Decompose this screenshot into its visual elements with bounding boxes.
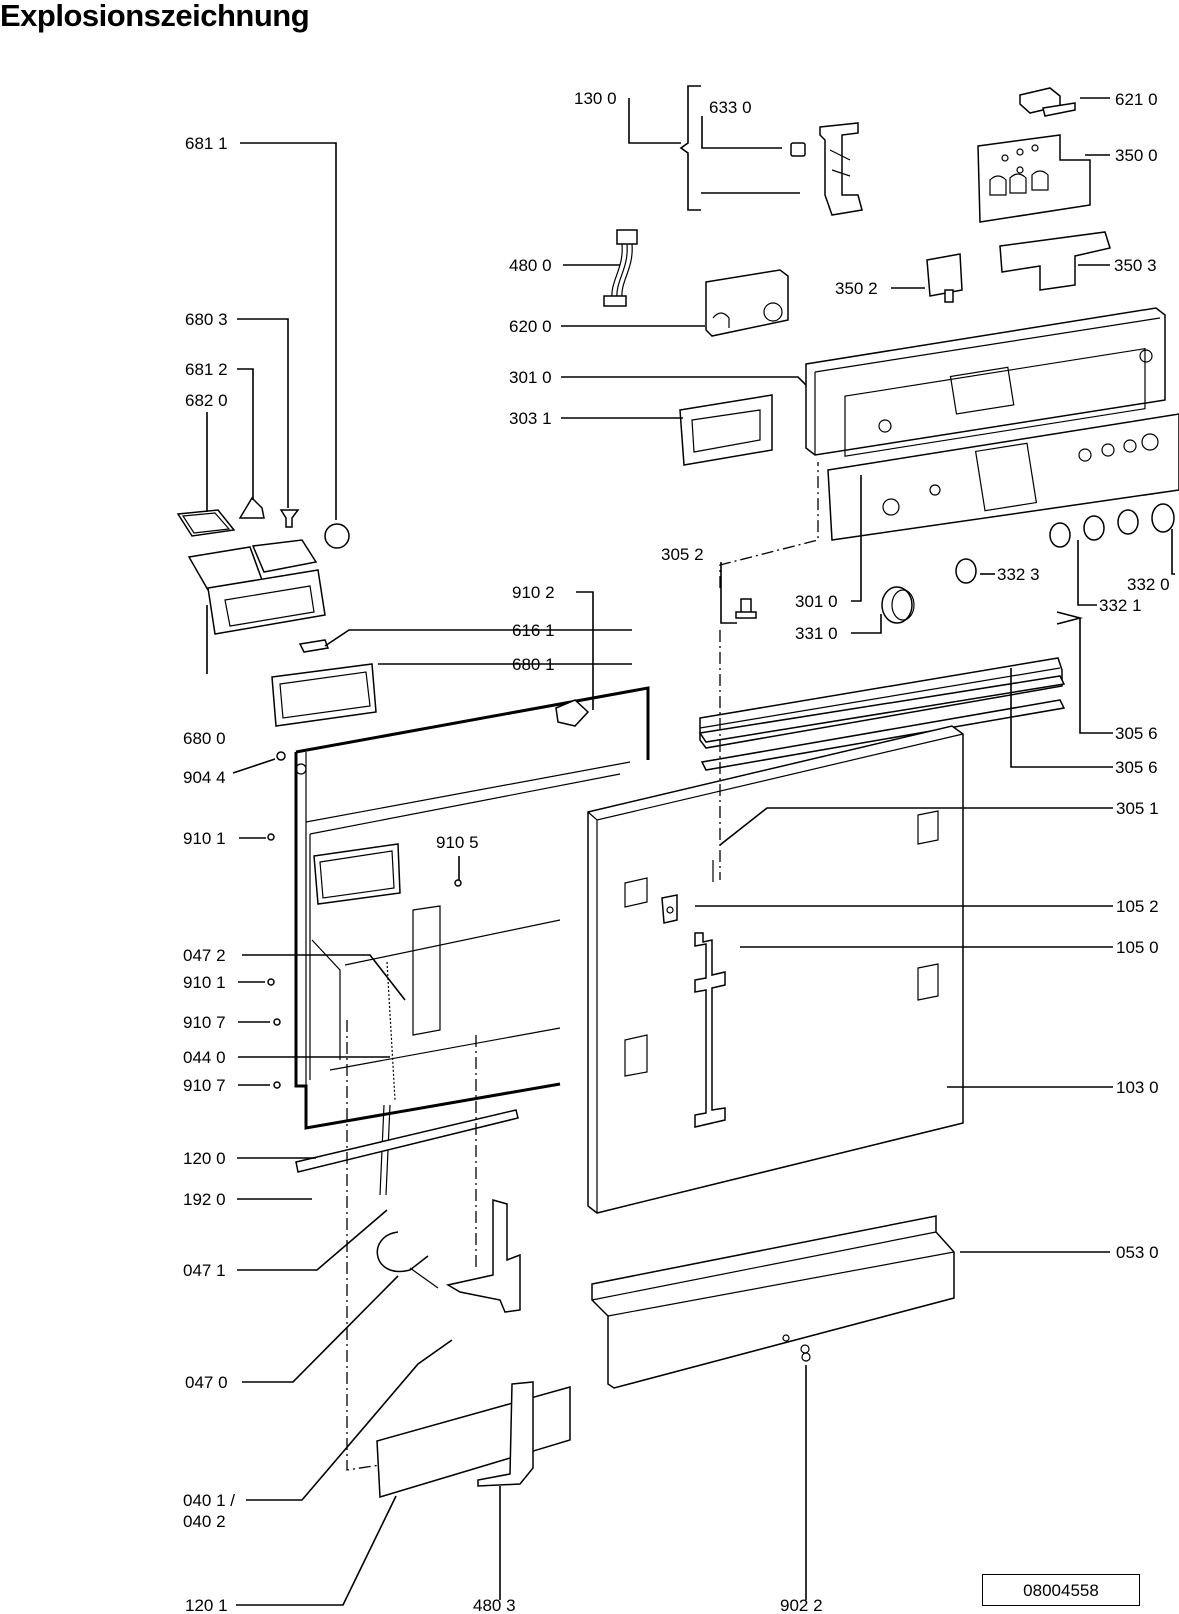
- axis-line: [719, 462, 819, 588]
- callout-910-2: 910 2: [512, 583, 555, 602]
- part-044-0-spring: [379, 961, 396, 1196]
- part-681-2: [238, 496, 265, 519]
- callout-680-1: 680 1: [512, 655, 555, 674]
- part-350-0: [977, 134, 1091, 223]
- part-621-0: [1019, 87, 1076, 117]
- callout-040-2: 040 2: [183, 1512, 226, 1531]
- callout-350-2: 350 2: [835, 279, 878, 298]
- part-301-0-fascia: [805, 307, 1166, 457]
- callout-480-3: 480 3: [473, 1596, 516, 1614]
- callout-904-4: 904 4: [183, 768, 226, 787]
- callout-910-1-upper: 910 1: [183, 829, 226, 848]
- part-103-0-outer-door: [587, 725, 964, 1214]
- part-305-2: [735, 598, 757, 619]
- axis-line: [346, 1020, 381, 1471]
- callout-192-0: 192 0: [183, 1190, 226, 1209]
- part-902-2: [800, 1344, 811, 1362]
- callout-910-5: 910 5: [436, 833, 479, 852]
- callout-332-3: 332 3: [997, 565, 1040, 584]
- callout-902-2: 902 2: [780, 1596, 823, 1614]
- part-681-1: [324, 523, 350, 549]
- part-350-3: [999, 231, 1111, 291]
- callout-047-2: 047 2: [183, 946, 226, 965]
- callout-682-0: 682 0: [185, 391, 228, 410]
- part-620-0: [705, 269, 789, 337]
- callout-040-1: 040 1 /: [183, 1491, 235, 1510]
- callout-305-6-upper: 305 6: [1115, 724, 1158, 743]
- part-303-1: [679, 394, 773, 466]
- part-120-0-inner-door: [294, 686, 650, 1130]
- part-680-1: [271, 663, 377, 727]
- part-680-0: [187, 539, 326, 635]
- callout-047-0: 047 0: [185, 1373, 228, 1392]
- callout-633-0: 633 0: [709, 98, 752, 117]
- part-633-0: [790, 142, 806, 157]
- part-331-0: [881, 586, 915, 624]
- callout-350-0: 350 0: [1115, 146, 1158, 165]
- part-040-hinge: [445, 1199, 521, 1313]
- callout-120-0: 120 0: [183, 1149, 226, 1168]
- callout-305-2: 305 2: [661, 545, 704, 564]
- part-680-3: [279, 509, 300, 528]
- callout-680-0: 680 0: [183, 729, 226, 748]
- callout-120-1: 120 1: [185, 1596, 228, 1614]
- callout-047-1: 047 1: [183, 1261, 226, 1280]
- callout-301-0-lower: 301 0: [795, 592, 838, 611]
- part-682-0: [176, 509, 236, 537]
- callout-680-3: 680 3: [185, 310, 228, 329]
- page-title: Explosionszeichnung: [0, 0, 310, 33]
- part-332-0-knobs: [1049, 503, 1175, 548]
- screws: [267, 751, 462, 1089]
- callout-332-1: 332 1: [1099, 596, 1142, 615]
- part-130-0: [819, 122, 863, 216]
- callout-labels: 130 0 633 0 621 0 350 0 480 0 350 2 350 …: [183, 89, 1170, 1614]
- callout-130-0: 130 0: [574, 89, 617, 108]
- callout-305-6-lower: 305 6: [1115, 758, 1158, 777]
- part-053-0: [591, 1215, 955, 1389]
- part-047-0-clamp: [376, 1231, 439, 1289]
- leader-lines: [206, 85, 1175, 1606]
- callout-303-1: 303 1: [509, 409, 552, 428]
- callout-332-0: 332 0: [1127, 575, 1170, 594]
- part-120-1: [376, 1386, 571, 1498]
- callout-681-2: 681 2: [185, 360, 228, 379]
- callout-910-7-upper: 910 7: [183, 1013, 226, 1032]
- callout-350-3: 350 3: [1114, 256, 1157, 275]
- callout-105-2: 105 2: [1116, 897, 1159, 916]
- callout-305-1: 305 1: [1116, 799, 1159, 818]
- callout-480-0: 480 0: [509, 256, 552, 275]
- callout-616-1: 616 1: [512, 621, 555, 640]
- part-301-0-panel: [827, 413, 1179, 541]
- callout-910-7-lower: 910 7: [183, 1076, 226, 1095]
- callout-301-0: 301 0: [509, 368, 552, 387]
- callout-910-1-lower: 910 1: [183, 973, 226, 992]
- part-480-0: [603, 229, 638, 307]
- callout-105-0: 105 0: [1116, 938, 1159, 957]
- part-480-3: [477, 1381, 534, 1487]
- part-192-0: [295, 1109, 519, 1173]
- callout-620-0: 620 0: [509, 317, 552, 336]
- part-332-3: [955, 558, 977, 584]
- part-350-2: [926, 253, 963, 303]
- callout-103-0: 103 0: [1116, 1078, 1159, 1097]
- callout-681-1: 681 1: [185, 134, 228, 153]
- part-305-6-rails: [698, 657, 1066, 771]
- part-616-1: [298, 639, 330, 653]
- drawing-number-box: 08004558: [982, 1574, 1140, 1606]
- callout-331-0: 331 0: [795, 624, 838, 643]
- callout-044-0: 044 0: [183, 1048, 226, 1067]
- callout-053-0: 053 0: [1116, 1243, 1159, 1262]
- callout-621-0: 621 0: [1115, 90, 1158, 109]
